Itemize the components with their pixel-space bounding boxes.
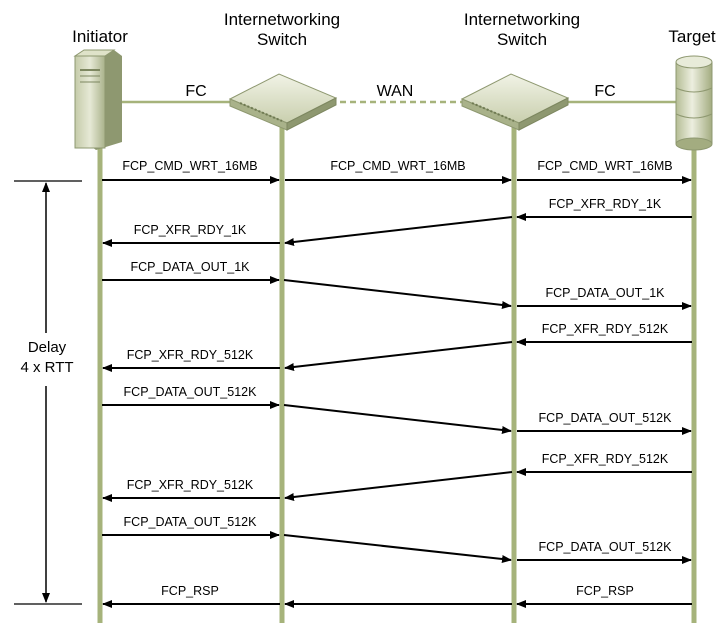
arrow-out1k-2 bbox=[283, 279, 512, 309]
msg-label-rdy512-1-target: FCP_XFR_RDY_512K bbox=[542, 322, 669, 336]
msg-label-rdy512-2-target: FCP_XFR_RDY_512K bbox=[542, 452, 669, 466]
database-icon bbox=[675, 55, 713, 151]
msg-label-rsp-target: FCP_RSP bbox=[576, 584, 634, 598]
arrow-rdy1k-2 bbox=[284, 216, 513, 246]
switch-icon-right bbox=[460, 73, 570, 131]
switch-icon-left bbox=[228, 73, 338, 131]
link-label-fc-right: FC bbox=[594, 83, 615, 100]
arrow-out512-1b bbox=[283, 404, 512, 434]
msg-label-out512-2-target: FCP_DATA_OUT_512K bbox=[539, 540, 673, 554]
link-label-fc-left: FC bbox=[185, 83, 206, 100]
msg-label-rdy512-2-initiator: FCP_XFR_RDY_512K bbox=[127, 478, 254, 492]
msg-label-cmd-2: FCP_CMD_WRT_16MB bbox=[330, 159, 465, 173]
arrow-rdy512-2b bbox=[284, 471, 513, 501]
msg-label-out1k-initiator: FCP_DATA_OUT_1K bbox=[130, 260, 250, 274]
header-switch-left-line1: Internetworking bbox=[224, 10, 340, 29]
msg-label-cmd-3: FCP_CMD_WRT_16MB bbox=[537, 159, 672, 173]
msg-label-out512-2-initiator: FCP_DATA_OUT_512K bbox=[124, 515, 258, 529]
delay-label-line2: 4 x RTT bbox=[20, 359, 73, 376]
msg-label-rdy1k-target: FCP_XFR_RDY_1K bbox=[549, 197, 662, 211]
msg-label-rdy512-1-initiator: FCP_XFR_RDY_512K bbox=[127, 348, 254, 362]
msg-label-out1k-target: FCP_DATA_OUT_1K bbox=[545, 286, 665, 300]
server-icon bbox=[73, 49, 122, 150]
header-target: Target bbox=[668, 27, 716, 46]
msg-label-out512-1-target: FCP_DATA_OUT_512K bbox=[539, 411, 673, 425]
header-switch-left-line2: Switch bbox=[257, 30, 307, 49]
msg-label-out512-1-initiator: FCP_DATA_OUT_512K bbox=[124, 385, 258, 399]
header-switch-right-line2: Switch bbox=[497, 30, 547, 49]
arrow-rdy512-1b bbox=[284, 341, 513, 371]
msg-label-cmd-1: FCP_CMD_WRT_16MB bbox=[122, 159, 257, 173]
arrow-out512-2b bbox=[283, 534, 512, 563]
header-initiator: Initiator bbox=[72, 27, 128, 46]
msg-label-rdy1k-initiator: FCP_XFR_RDY_1K bbox=[134, 223, 247, 237]
delay-label-line1: Delay bbox=[28, 339, 67, 356]
msg-label-rsp-initiator: FCP_RSP bbox=[161, 584, 219, 598]
header-switch-right-line1: Internetworking bbox=[464, 10, 580, 29]
link-label-wan: WAN bbox=[377, 83, 414, 100]
